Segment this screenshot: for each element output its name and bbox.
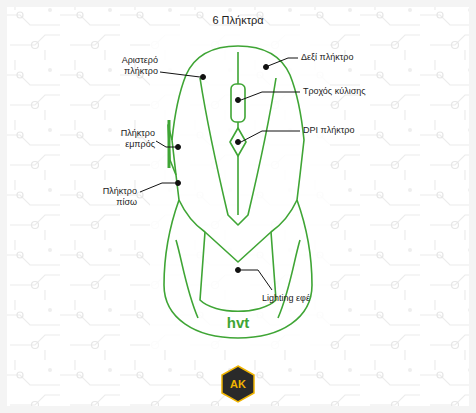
callout-label: Τροχός κύλισης	[303, 86, 403, 97]
diagram-title: 6 Πλήκτρα	[178, 14, 298, 27]
callout-label: Πλήκτρο εμπρός	[105, 128, 155, 150]
brand-logo: hvt	[213, 315, 263, 331]
callout-label: Lighting εφέ	[262, 293, 352, 304]
callout-label: DPI πλήκτρο	[303, 125, 403, 136]
callout-label: Πλήκτρο πίσω	[85, 186, 137, 208]
callout-label: Αριστερό πλήκτρο	[98, 55, 158, 77]
callout-label: Δεξί πλήκτρο	[301, 52, 391, 63]
badge-logo: AK	[223, 378, 253, 390]
